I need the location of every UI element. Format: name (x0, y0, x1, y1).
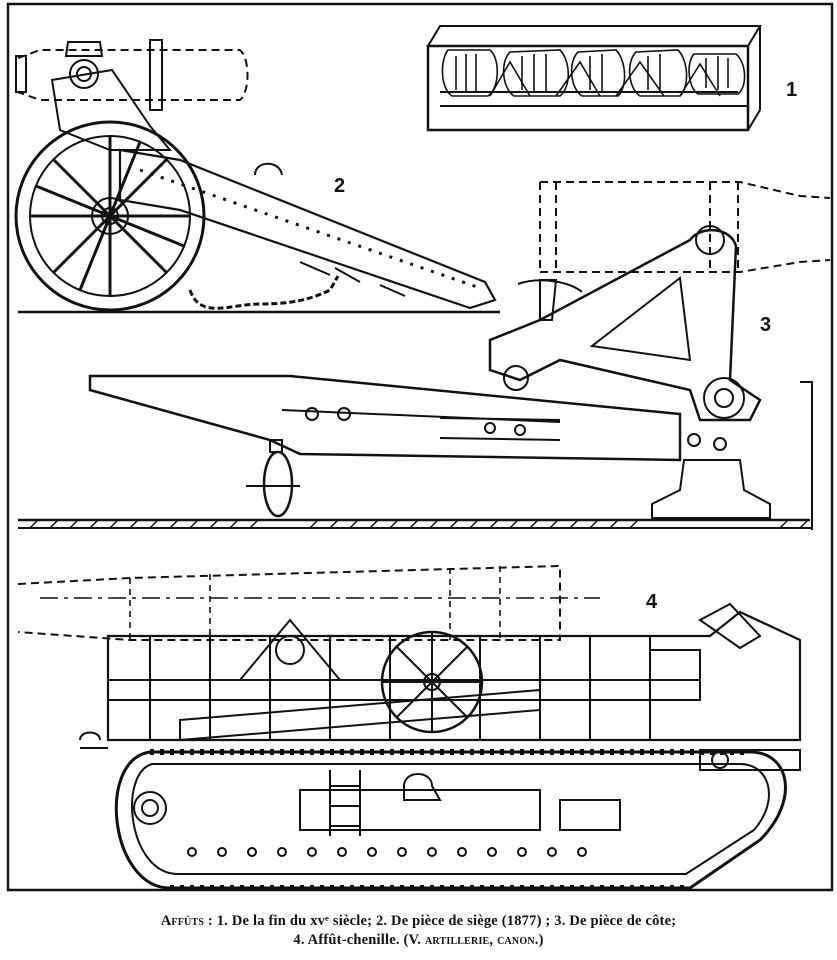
engraving-plate: 1 2 3 4 (6, 2, 834, 892)
caption-line-2-end: .) (534, 932, 544, 948)
figure-4-caterpillar-carriage (17, 564, 802, 891)
caption-line-1: : 1. De la fin du xvᵉ siècle; 2. De pièc… (204, 913, 677, 929)
caption-lead: Affûts (160, 913, 205, 929)
figure-label-3: 3 (760, 314, 771, 336)
figure-label-1: 1 (786, 79, 797, 101)
plate-frame (6, 2, 834, 892)
caption-cross-references: artillerie, canon (424, 932, 535, 948)
figure-caption: Affûts : 1. De la fin du xvᵉ siècle; 2. … (0, 912, 837, 950)
figure-1-crib (426, 25, 762, 132)
caption-line-2: 4. Affût-chenille. (V. (293, 932, 425, 948)
figure-2-siege-carriage (14, 39, 500, 314)
figure-label-2: 2 (334, 175, 345, 197)
figure-3-coast-carriage (18, 181, 831, 530)
figure-label-4: 4 (646, 591, 658, 613)
